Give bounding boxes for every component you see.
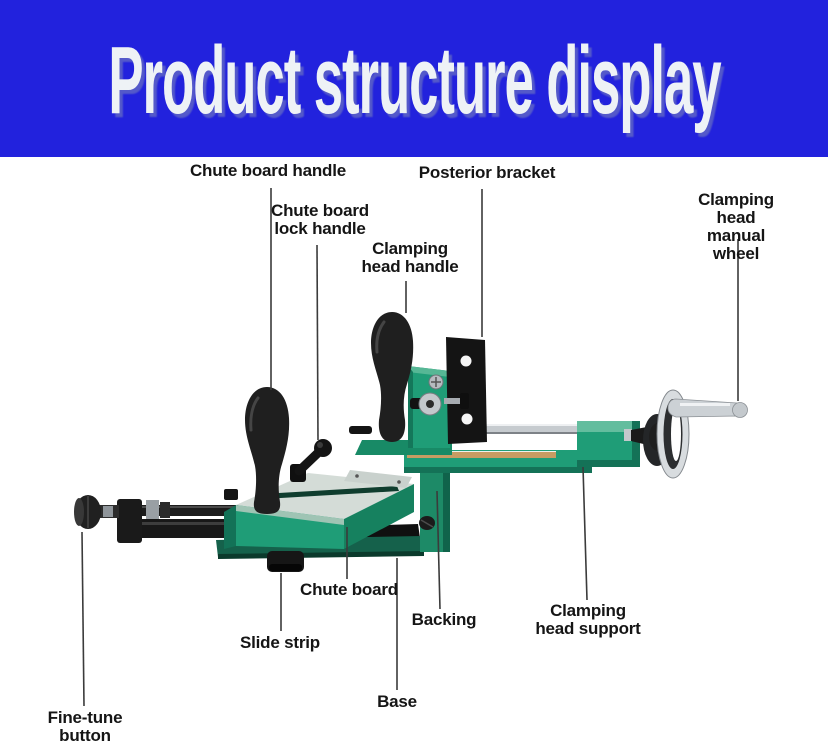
label-fine-tune-button: Fine-tune button xyxy=(47,708,123,745)
leader-lines xyxy=(81,188,739,707)
crank-handle xyxy=(667,398,748,418)
label-clamping-head-support: Clamping head support xyxy=(535,601,641,638)
page-title: Product structure display xyxy=(107,26,721,134)
clamping-head xyxy=(349,366,452,455)
label-clamping-head-manual-wheel: Clamping head manual wheel xyxy=(698,190,774,263)
label-base: Base xyxy=(377,692,417,711)
clamping-head-handle-knob xyxy=(371,312,414,442)
label-chute-board-handle: Chute board handle xyxy=(189,161,347,180)
clamping-head-support-arm xyxy=(404,421,640,473)
header-banner: Product structure display xyxy=(0,0,828,157)
chute-board-handle-knob xyxy=(245,387,290,514)
posterior-bracket-plate xyxy=(444,337,487,444)
chute-board-lock-lever xyxy=(290,439,332,482)
label-posterior-bracket: Posterior bracket xyxy=(418,163,556,182)
label-slide-strip: Slide strip xyxy=(240,633,320,652)
label-backing: Backing xyxy=(411,610,477,629)
fine-tune-knob-and-rods xyxy=(74,495,238,543)
backing-column xyxy=(419,460,450,552)
hand-wheel xyxy=(624,389,748,479)
slide-strip-tab xyxy=(267,551,304,572)
label-chute-board: Chute board xyxy=(300,580,398,599)
label-chute-board-lock-handle: Chute board lock handle xyxy=(271,201,369,238)
label-clamping-head-handle: Clamping head handle xyxy=(361,239,459,276)
